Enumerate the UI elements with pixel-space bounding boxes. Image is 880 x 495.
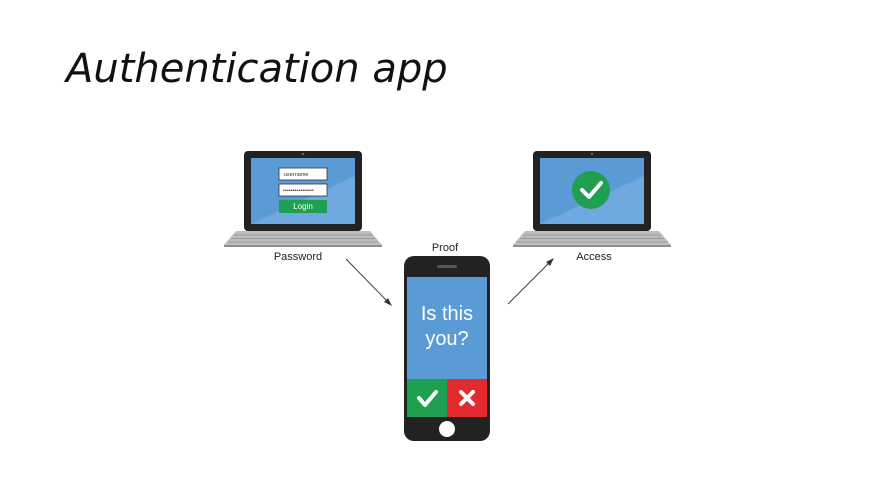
label-password: Password — [274, 251, 322, 263]
password-field-text: •••••••••••••••• — [283, 188, 314, 194]
approve-button — [407, 379, 447, 417]
laptop-base — [513, 231, 671, 245]
username-field — [278, 167, 328, 181]
checkmark-icon — [580, 181, 603, 199]
phone-question-line2: you? — [425, 328, 468, 350]
arrow-phone-to-access — [507, 258, 554, 305]
slide-title: Authentication app — [66, 46, 448, 92]
checkmark-icon — [417, 390, 438, 407]
login-button — [279, 200, 327, 213]
login-laptop: username •••••••••••••••• Login — [224, 151, 382, 247]
password-field — [278, 183, 328, 197]
phone-screen — [407, 277, 487, 379]
phone-speaker — [437, 265, 457, 268]
x-icon — [459, 390, 475, 406]
arrow-password-to-phone — [345, 258, 392, 306]
access-laptop — [513, 151, 671, 247]
username-field-text: username — [284, 172, 308, 178]
laptop-base — [224, 231, 382, 245]
login-button-label: Login — [293, 202, 313, 211]
phone-question-line1: Is this — [421, 303, 473, 325]
label-proof: Proof — [432, 242, 459, 254]
checkmark-circle-icon — [572, 171, 610, 209]
phone-home-button — [439, 421, 455, 437]
label-access: Access — [576, 251, 612, 263]
phone: Is this you? — [404, 256, 490, 441]
